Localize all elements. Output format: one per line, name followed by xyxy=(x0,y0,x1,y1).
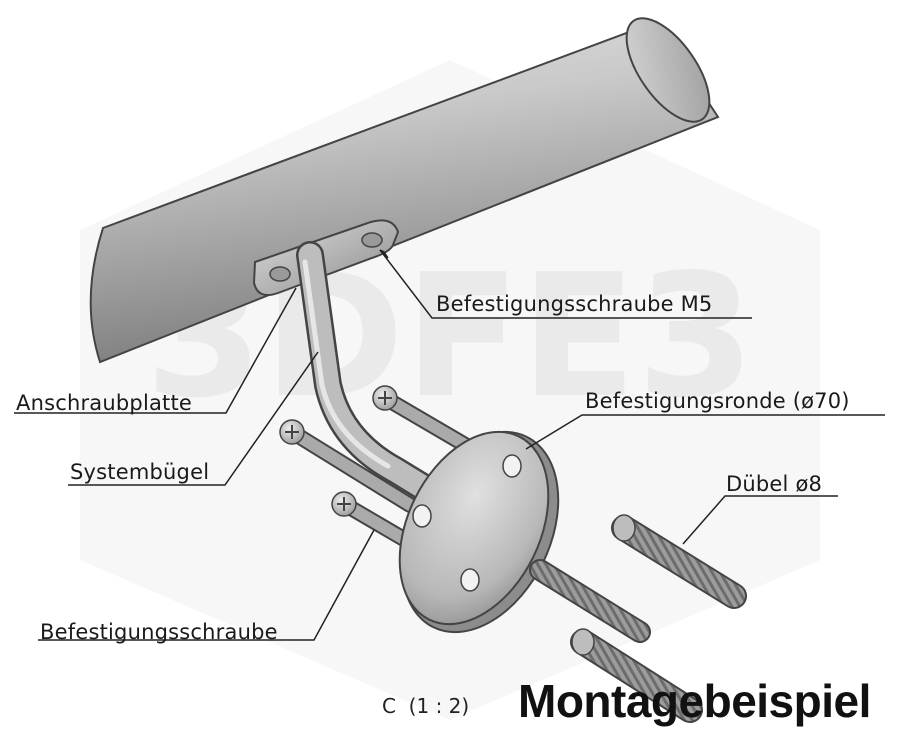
dowels xyxy=(529,514,747,723)
rosette-hole-3 xyxy=(460,568,480,592)
label-fastening-screw-m5: Befestigungsschraube M5 xyxy=(436,292,713,316)
label-fastening-rosette: Befestigungsronde (ø70) xyxy=(585,389,850,413)
handrail xyxy=(89,17,720,364)
label-mounting-plate: Anschraubplatte xyxy=(16,391,193,415)
label-dowel: Dübel ø8 xyxy=(726,472,823,496)
leader-lines xyxy=(14,249,885,641)
rosette-hole-2 xyxy=(412,504,432,528)
dowel-behind-disc xyxy=(529,559,651,643)
fastening-rosette xyxy=(398,430,560,634)
label-fastening-screw: Befestigungsschraube xyxy=(40,620,278,644)
plate-screw-right xyxy=(361,232,383,248)
label-system-bracket: Systembügel xyxy=(70,460,210,484)
leader-plate xyxy=(14,287,297,414)
leader-bracket xyxy=(68,351,319,486)
rosette-hole-1 xyxy=(502,454,522,478)
leader-screw xyxy=(38,529,375,641)
dowel-bottom xyxy=(570,628,703,723)
system-bracket xyxy=(296,241,494,536)
mounting-plate xyxy=(252,219,400,296)
screw-left xyxy=(279,419,418,513)
handrail-end-face xyxy=(625,17,711,123)
drawing-title: Montagebeispiel xyxy=(518,675,871,727)
dowel-right xyxy=(611,514,747,609)
leader-rosette xyxy=(525,414,885,450)
plate-screw-left xyxy=(269,266,291,282)
leader-dowel xyxy=(682,495,838,545)
view-scale-label: C (1 : 2) xyxy=(382,694,470,718)
leader-screw-m5 xyxy=(379,249,752,319)
